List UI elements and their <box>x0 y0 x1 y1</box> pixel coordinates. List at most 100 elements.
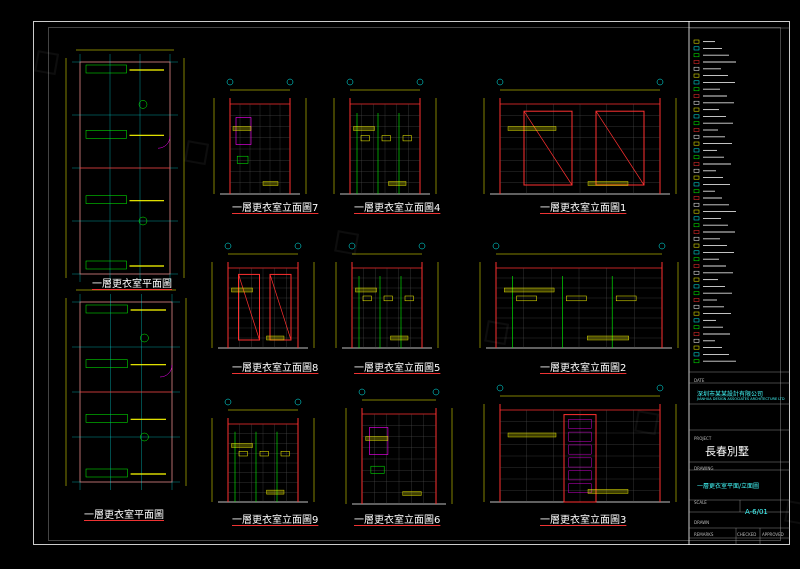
elevation-label-7: 一層更衣室立面圖7 <box>232 203 319 214</box>
elev-8-annotation <box>266 335 285 341</box>
elev-3-grid-bubble <box>656 384 664 392</box>
elev-1-annotation <box>507 126 557 131</box>
elev-9-note <box>259 451 269 457</box>
elev-1-door-diag <box>523 111 573 186</box>
legend-symbol <box>693 73 700 78</box>
legend-symbol <box>693 325 700 330</box>
elev-8-grid-bubble <box>224 242 232 250</box>
legend-symbol <box>693 291 700 296</box>
legend-symbol <box>693 134 700 139</box>
elevation-label-2: 一層更衣室立面圖2 <box>540 363 627 374</box>
legend-symbol <box>693 39 700 44</box>
watermark-mark: ◇ <box>619 393 671 448</box>
legend-symbol <box>693 182 700 187</box>
legend-symbol <box>693 277 700 282</box>
watermark-mark: ◇ <box>469 303 521 358</box>
elevation-label-5: 一層更衣室立面圖5 <box>354 363 441 374</box>
watermark-mark: ◇ <box>19 33 71 88</box>
legend-symbol <box>693 257 700 262</box>
legend-symbol <box>693 175 700 180</box>
legend-symbol <box>693 168 700 173</box>
elevation-label-4: 一層更衣室立面圖4 <box>354 203 441 214</box>
legend-symbol <box>693 66 700 71</box>
plan-upper-fixture <box>85 195 127 204</box>
elevation-label-8: 一層更衣室立面圖8 <box>232 363 319 374</box>
drawn-caption: DRAWN <box>694 520 710 525</box>
plan-lower-fixture <box>85 468 128 478</box>
elevation-label-3: 一層更衣室立面圖3 <box>540 515 627 526</box>
legend-symbol <box>693 148 700 153</box>
elev-3-door <box>563 414 597 503</box>
checked-caption: CHECKED <box>737 532 757 537</box>
scale-caption: SCALE <box>694 500 707 505</box>
date-caption: DATE <box>694 378 705 383</box>
elev-6-mirror <box>369 427 389 455</box>
remarks-caption: REMARKS <box>694 532 714 537</box>
legend-symbol <box>693 202 700 207</box>
elev-3-door-panel <box>568 431 592 442</box>
legend-symbol <box>693 60 700 64</box>
legend-symbol <box>693 270 700 275</box>
plan-lower-fixture <box>85 359 128 368</box>
legend-symbol <box>693 141 700 146</box>
elev-7-grid-bubble <box>226 78 234 86</box>
elev-9-grid-bubble <box>224 398 232 406</box>
elev-4-note <box>381 135 391 142</box>
plan-lower-basin <box>140 432 149 442</box>
plan-lower-basin <box>140 333 149 343</box>
elev-7-basin <box>236 155 249 164</box>
elev-4-annotation <box>388 181 407 186</box>
plan-label-upper: 一層更衣室平面圖 <box>92 279 172 290</box>
legend-symbol <box>693 250 700 255</box>
elev-4-annotation <box>353 126 375 131</box>
elev-9-note <box>280 451 290 457</box>
elev-3-annotation <box>507 432 557 438</box>
elev-6-annotation <box>365 436 389 441</box>
elevation-label-9: 一層更衣室立面圖9 <box>232 515 319 526</box>
legend-symbol <box>693 128 700 132</box>
elev-2-note <box>566 295 587 302</box>
legend-symbol <box>693 304 700 309</box>
project-name: 長春別墅 <box>705 445 749 458</box>
elev-3-door-panel <box>568 470 592 481</box>
elev-1-grid-bubble <box>496 78 504 86</box>
sheet-border <box>33 21 790 545</box>
legend-symbol <box>693 80 700 85</box>
company-name-cn: 深圳市某某設計有限公司 <box>697 391 764 398</box>
elev-8-grid-bubble <box>294 242 302 250</box>
legend-symbol <box>693 155 700 160</box>
elev-8-door-diag <box>238 274 260 341</box>
elev-7-annotation <box>232 126 252 131</box>
plan-upper-fixture <box>85 260 127 270</box>
elev-1-cubicle-door <box>523 110 573 186</box>
watermark-mark: ◇ <box>769 483 800 538</box>
elev-5-grid-bubble <box>418 242 426 250</box>
elev-6-grid-bubble <box>432 388 440 396</box>
elev-9-grid-bubble <box>294 398 302 406</box>
legend-symbol <box>693 298 700 302</box>
legend-symbol <box>693 189 700 194</box>
drawing-title: 一層更衣室平面/立面圖 <box>697 483 760 490</box>
legend-symbol <box>693 114 700 119</box>
elev-9-annotation <box>266 489 285 495</box>
elev-3-door-panel <box>568 419 592 429</box>
elev-1-annotation <box>587 181 629 186</box>
legend-symbol <box>693 284 700 289</box>
elev-2-grid-bubble <box>492 242 500 250</box>
elev-4-grid-bubble <box>416 78 424 86</box>
plan-upper-door-swing <box>157 136 171 149</box>
legend-symbol <box>693 264 700 268</box>
elev-1-door-diag <box>595 111 645 186</box>
legend-symbol <box>693 87 700 92</box>
legend-symbol <box>693 53 700 58</box>
elev-5-annotation <box>390 335 409 341</box>
legend-symbol <box>693 345 700 350</box>
elevation-label-6: 一層更衣室立面圖6 <box>354 515 441 526</box>
legend-symbol <box>693 162 700 166</box>
plan-upper-fixture <box>85 64 127 74</box>
elev-3-door-panel <box>568 457 592 468</box>
elev-8-annotation <box>231 287 253 293</box>
approved-caption: APPROVED <box>762 532 784 537</box>
plan-upper-basin <box>138 100 148 109</box>
